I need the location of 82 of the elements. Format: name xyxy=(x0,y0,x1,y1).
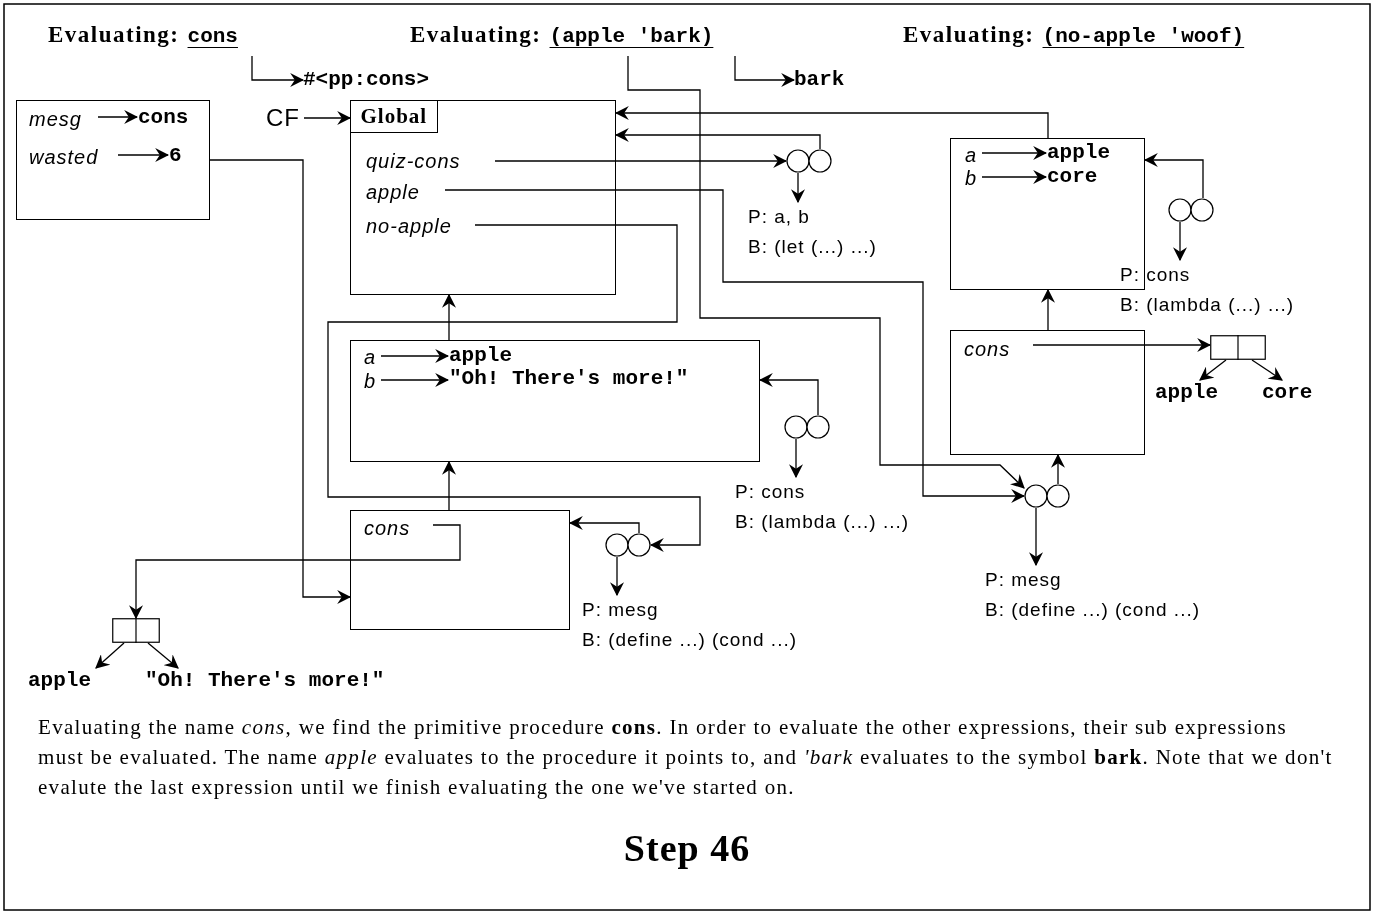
variable-name: apple xyxy=(366,179,446,205)
arrow xyxy=(251,55,305,87)
value-text: 6 xyxy=(169,144,189,168)
value-text: core xyxy=(1047,165,1117,189)
expression-text: (apple 'bark) xyxy=(549,25,714,48)
step-title: Step 46 xyxy=(622,826,752,870)
arrow xyxy=(610,556,624,597)
arrow xyxy=(129,524,461,620)
arrow xyxy=(981,146,1048,160)
value-text: apple xyxy=(1155,380,1240,406)
arrow xyxy=(614,106,1049,139)
arrow xyxy=(981,170,1048,184)
frame-box xyxy=(950,138,1145,290)
parameter-text: P: cons xyxy=(735,480,806,504)
arrow xyxy=(147,642,179,669)
arrow xyxy=(1041,288,1055,331)
frame-box xyxy=(950,330,1145,455)
expression-text: (no-apple 'woof) xyxy=(1042,25,1245,48)
arrow xyxy=(97,110,139,124)
pointer-label: CF xyxy=(266,104,304,132)
frame-title: Global xyxy=(349,99,439,133)
variable-name: b xyxy=(965,167,983,189)
variable-name: no-apple xyxy=(366,213,476,239)
body-text: B: (let (...) ...) xyxy=(748,235,877,259)
variable-name: a xyxy=(965,144,983,166)
arrow xyxy=(614,128,821,150)
frame-box xyxy=(350,340,760,462)
arrow xyxy=(95,642,125,669)
frame-box xyxy=(350,510,570,630)
arrow xyxy=(1029,507,1043,567)
heading-text: Evaluating: xyxy=(903,22,1035,47)
value-text: "Oh! There's more!" xyxy=(449,367,759,391)
value-text: "Oh! There's more!" xyxy=(145,668,465,694)
parameter-text: P: mesg xyxy=(985,568,1062,592)
value-text: apple xyxy=(1047,141,1137,165)
arrow xyxy=(303,111,352,125)
arrow xyxy=(380,349,450,363)
arrow xyxy=(568,516,640,534)
arrow xyxy=(1199,359,1227,381)
parameter-text: P: a, b xyxy=(748,205,810,229)
heading-text: Evaluating: xyxy=(410,22,542,47)
expression-text: cons xyxy=(187,25,238,48)
variable-name: cons xyxy=(364,515,434,541)
arrow xyxy=(442,460,456,511)
heading-text: Evaluating: xyxy=(48,22,180,47)
arrow xyxy=(1251,359,1283,381)
variable-name: wasted xyxy=(29,145,119,169)
arrow xyxy=(791,172,805,204)
arrow xyxy=(627,55,1025,489)
arrow xyxy=(117,148,170,162)
body-text: B: (define ...) (cond ...) xyxy=(582,628,798,652)
frame-box xyxy=(16,100,210,220)
caption-paragraph: Evaluating the name cons, we find the primitive procedure cons. In order to evaluate the other expressions, their sub expressions must be evaluated. The name apple evaluates to the procedure it points to, and 'bark evaluates to the symbol bark. Note that we don't evalute the last expression until we finish evaluating the one we've started on. xyxy=(38,714,1334,801)
body-text: B: (define ...) (cond ...) xyxy=(985,598,1201,622)
variable-name: mesg xyxy=(29,107,99,131)
frame-box xyxy=(350,100,616,295)
variable-name: b xyxy=(364,370,382,392)
value-text: apple xyxy=(449,344,539,368)
arrow xyxy=(444,189,1026,503)
arrow xyxy=(494,154,788,168)
arrow xyxy=(209,159,352,604)
arrow xyxy=(1051,453,1065,485)
variable-name: quiz-cons xyxy=(366,148,496,174)
value-text: cons xyxy=(138,106,208,130)
arrow xyxy=(1143,153,1204,199)
value-text: #<pp:cons> xyxy=(303,66,473,94)
arrow xyxy=(327,224,701,552)
arrow xyxy=(789,438,803,479)
body-text: B: (lambda (...) ...) xyxy=(735,510,910,534)
value-text: apple xyxy=(28,668,113,694)
arrow xyxy=(758,373,819,416)
variable-name: cons xyxy=(964,336,1034,362)
value-text: bark xyxy=(794,66,864,94)
arrow xyxy=(442,293,456,341)
variable-name: a xyxy=(364,346,382,368)
body-text: B: (lambda (...) ...) xyxy=(1120,293,1295,317)
parameter-text: P: mesg xyxy=(582,598,659,622)
arrow xyxy=(734,55,796,87)
parameter-text: P: cons xyxy=(1120,263,1191,287)
arrow xyxy=(1173,221,1187,262)
arrow xyxy=(380,373,450,387)
value-text: core xyxy=(1262,380,1332,406)
